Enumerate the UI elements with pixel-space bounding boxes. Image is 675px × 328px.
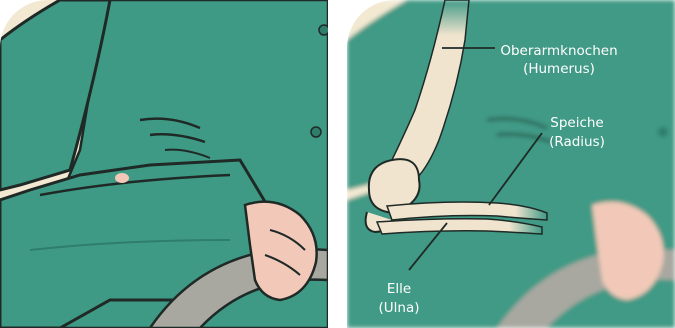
elbow-highlight (115, 173, 129, 183)
jacket-button (311, 127, 321, 137)
radius-label-line2: (Radius) (549, 134, 605, 150)
bone-diagram: Oberarmknochen (Humerus) Speiche (Radius… (347, 0, 675, 328)
radius-label-line1: Speiche (550, 115, 603, 131)
humerus-label-line2: (Humerus) (523, 61, 595, 77)
ulna-label-line1: Elle (387, 281, 411, 297)
jacket-button (319, 25, 328, 35)
humerus-label-line1: Oberarmknochen (500, 43, 617, 59)
ulna-label-line2: (Ulna) (379, 300, 420, 316)
arm-illustration-panel (0, 0, 328, 328)
arm-illustration (0, 0, 328, 328)
bone-diagram-panel: Oberarmknochen (Humerus) Speiche (Radius… (347, 0, 675, 328)
